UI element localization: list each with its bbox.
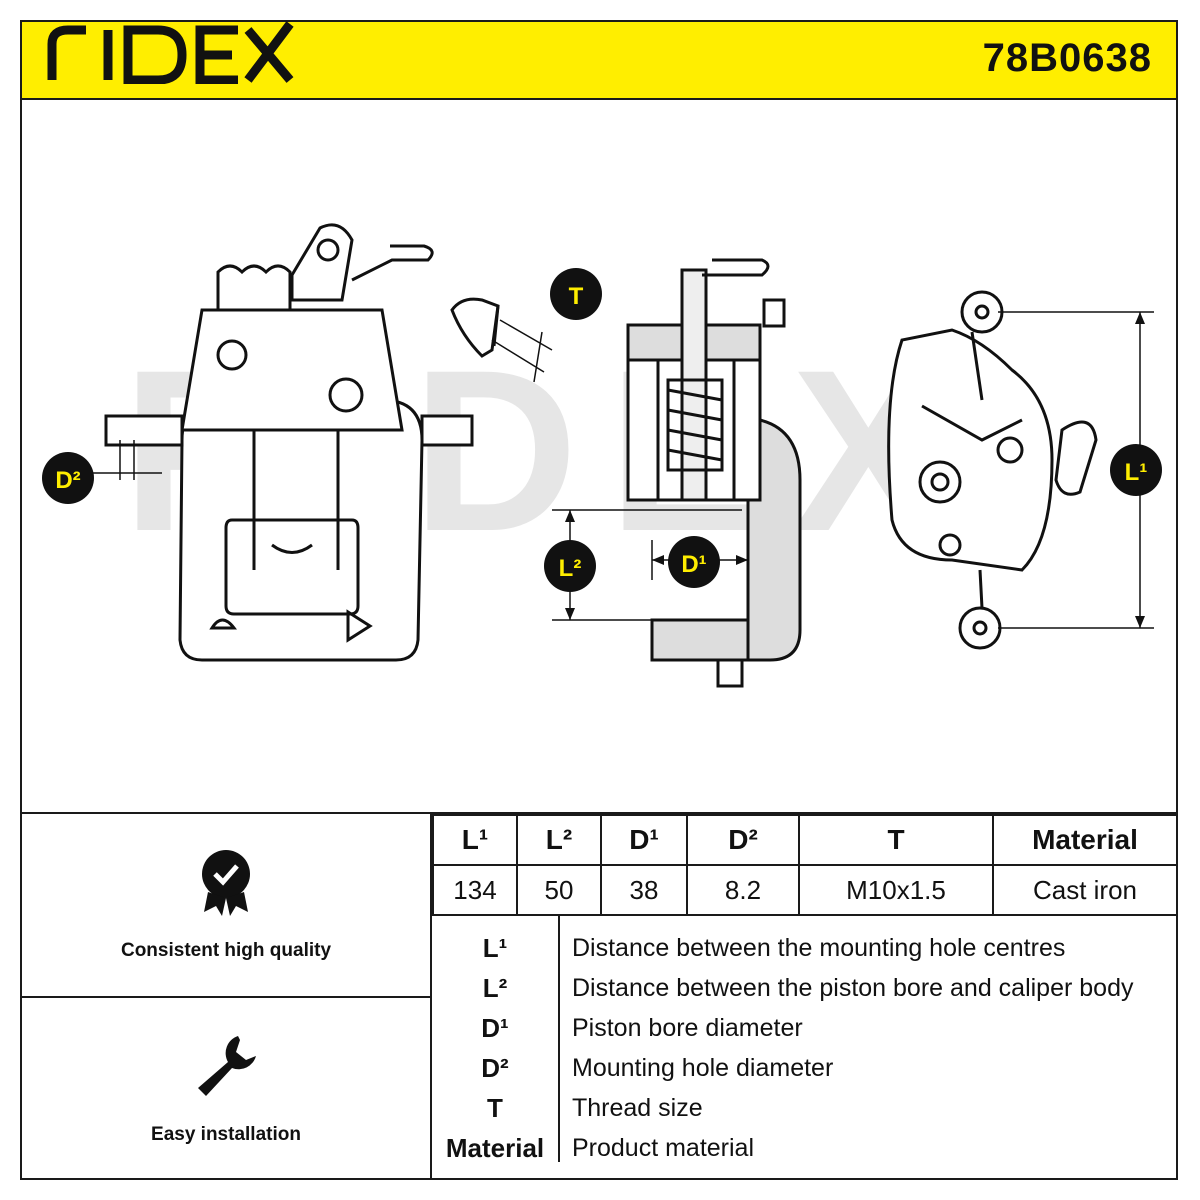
legend-divider bbox=[558, 914, 560, 1162]
spec-value: 38 bbox=[600, 864, 688, 916]
legend: L¹ Distance between the mounting hole ce… bbox=[432, 914, 1178, 1178]
legend-row: T Thread size bbox=[432, 1088, 1178, 1128]
legend-key: D¹ bbox=[481, 1013, 509, 1043]
brand-logo bbox=[47, 21, 294, 84]
header-bar bbox=[20, 20, 1178, 100]
section-divider bbox=[20, 812, 1178, 814]
label-l1: L¹ bbox=[1110, 444, 1162, 496]
spec-header-row: L¹ L² D¹ D² T Material bbox=[432, 814, 1178, 866]
feature-quality-label: Consistent high quality bbox=[120, 940, 332, 961]
caliper-front-view bbox=[104, 223, 474, 662]
legend-key: L² bbox=[482, 973, 508, 1003]
legend-row: L¹ Distance between the mounting hole ce… bbox=[432, 928, 1178, 968]
spec-header: T bbox=[798, 814, 994, 866]
legend-text: Product material bbox=[572, 1134, 755, 1162]
spec-value: Cast iron bbox=[992, 864, 1178, 916]
spec-header: D¹ bbox=[600, 814, 688, 866]
spec-value-row: 134 50 38 8.2 M10x1.5 Cast iron bbox=[432, 864, 1178, 916]
legend-row: D² Mounting hole diameter bbox=[432, 1048, 1178, 1088]
technical-drawing: RIDEX bbox=[42, 223, 1162, 688]
feature-installation-label: Easy installation bbox=[151, 1124, 301, 1145]
label-l2: L² bbox=[544, 540, 596, 592]
vertical-divider bbox=[430, 814, 432, 1178]
thread-insert bbox=[450, 297, 500, 358]
legend-text: Distance between the mounting hole centr… bbox=[572, 934, 1066, 962]
caliper-side-view bbox=[887, 290, 1098, 650]
legend-key: L¹ bbox=[482, 933, 508, 963]
spec-header: D² bbox=[686, 814, 800, 866]
legend-text: Mounting hole diameter bbox=[572, 1054, 834, 1082]
legend-row: D¹ Piston bore diameter bbox=[432, 1008, 1178, 1048]
feature-divider bbox=[20, 996, 430, 998]
caliper-section-view bbox=[626, 258, 802, 688]
label-t: T bbox=[550, 268, 602, 320]
spec-table: L¹ L² D¹ D² T Material 134 50 38 8.2 M10… bbox=[432, 814, 1178, 916]
spec-header: L² bbox=[516, 814, 602, 866]
legend-text: Thread size bbox=[572, 1094, 703, 1122]
spec-value: 8.2 bbox=[686, 864, 800, 916]
spec-header: Material bbox=[992, 814, 1178, 866]
legend-text: Piston bore diameter bbox=[572, 1014, 803, 1042]
legend-key: D² bbox=[481, 1053, 509, 1083]
dimension-arrows bbox=[565, 312, 1145, 628]
spec-header: L¹ bbox=[432, 814, 518, 866]
label-d2: D² bbox=[42, 452, 94, 504]
legend-row: L² Distance between the piston bore and … bbox=[432, 968, 1178, 1008]
svg-text:T: T bbox=[569, 283, 584, 310]
legend-text: Distance between the piston bore and cal… bbox=[572, 974, 1134, 1002]
spec-value: 134 bbox=[432, 864, 518, 916]
label-d1: D¹ bbox=[668, 536, 720, 588]
part-number: 78B0638 bbox=[982, 36, 1152, 80]
svg-text:L²: L² bbox=[559, 555, 582, 582]
svg-text:D¹: D¹ bbox=[681, 551, 706, 578]
quality-badge-icon bbox=[202, 850, 250, 916]
wrench-icon bbox=[198, 1036, 256, 1096]
spec-value: M10x1.5 bbox=[798, 864, 994, 916]
legend-key: T bbox=[487, 1093, 503, 1123]
legend-key: Material bbox=[445, 1133, 545, 1163]
legend-row: Material Product material bbox=[432, 1128, 1178, 1168]
svg-text:L¹: L¹ bbox=[1125, 459, 1148, 486]
spec-value: 50 bbox=[516, 864, 602, 916]
svg-text:D²: D² bbox=[55, 467, 80, 494]
